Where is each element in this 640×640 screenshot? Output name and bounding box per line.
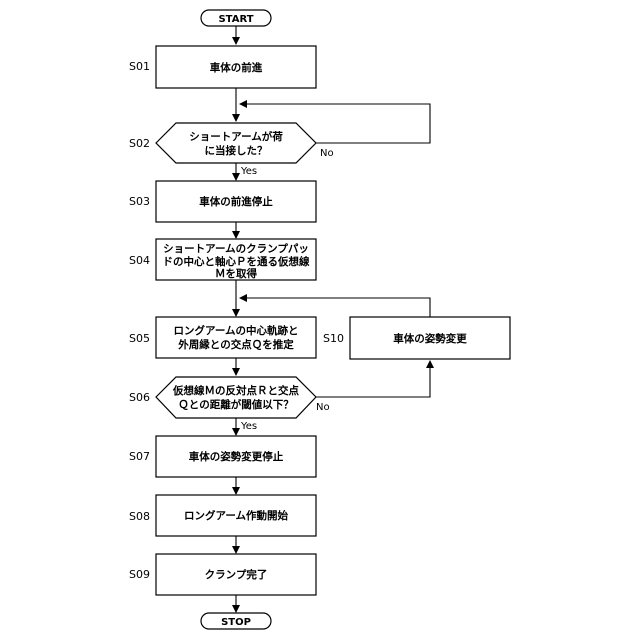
step-s10: S10 車体の姿勢変更 — [323, 317, 510, 359]
step-text-s04-line1: ショートアームのクランプパッ — [163, 242, 309, 255]
step-text-s09: クランプ完了 — [205, 568, 268, 581]
step-id-s04: S04 — [129, 254, 150, 267]
step-text-s02-line1: ショートアームが荷 — [189, 130, 283, 143]
step-id-s05: S05 — [129, 332, 150, 345]
step-s04: S04 ショートアームのクランプパッ ドの中心と軸心Ｐを通る仮想線 Ｍを取得 — [129, 239, 316, 280]
step-id-s10: S10 — [323, 332, 344, 345]
step-id-s07: S07 — [129, 450, 150, 463]
step-s07: S07 車体の姿勢変更停止 — [129, 436, 316, 477]
step-s01: S01 車体の前進 — [129, 46, 316, 88]
step-text-s06-line2: Ｑとの距離が閾値以下？ — [178, 398, 293, 411]
step-text-s02-line2: に当接した？ — [205, 144, 268, 157]
step-id-s02: S02 — [129, 137, 150, 150]
start-terminal: START — [201, 10, 271, 26]
step-id-s06: S06 — [129, 391, 150, 404]
step-id-s03: S03 — [129, 195, 150, 208]
step-id-s01: S01 — [129, 60, 150, 73]
branch-s06-no: No — [316, 402, 330, 413]
step-text-s03: 車体の前進停止 — [199, 195, 273, 208]
step-text-s10: 車体の姿勢変更 — [393, 332, 467, 345]
step-text-s01: 車体の前進 — [210, 61, 263, 74]
start-label: START — [218, 14, 253, 25]
step-s03: S03 車体の前進停止 — [129, 181, 316, 222]
step-s05: S05 ロングアームの中心軌跡と 外周縁との交点Ｑを推定 — [129, 317, 316, 358]
step-s09: S09 クランプ完了 — [129, 554, 316, 595]
step-s06: S06 仮想線Ｍの反対点Ｒと交点 Ｑとの距離が閾値以下？ No Yes — [129, 377, 330, 432]
step-id-s09: S09 — [129, 568, 150, 581]
step-text-s07: 車体の姿勢変更停止 — [189, 450, 284, 463]
step-text-s06-line1: 仮想線Ｍの反対点Ｒと交点 — [172, 384, 299, 397]
step-s02: S02 ショートアームが荷 に当接した？ No Yes — [129, 123, 334, 177]
branch-s02-no: No — [320, 148, 334, 159]
arrow-s06-no-s10 — [316, 361, 430, 397]
step-s08: S08 ロングアーム作動開始 — [129, 495, 316, 536]
step-text-s04-line3: Ｍを取得 — [215, 267, 257, 280]
stop-label: STOP — [221, 617, 251, 628]
step-text-s08: ロングアーム作動開始 — [184, 509, 289, 522]
branch-s06-yes: Yes — [240, 421, 257, 432]
step-text-s05-line2: 外周縁との交点Ｑを推定 — [177, 338, 294, 351]
branch-s02-yes: Yes — [240, 166, 257, 177]
step-text-s05-line1: ロングアームの中心軌跡と — [173, 324, 298, 337]
step-text-s04-line2: ドの中心と軸心Ｐを通る仮想線 — [163, 255, 310, 268]
stop-terminal: STOP — [201, 613, 271, 629]
arrow-s10-loop — [240, 298, 430, 317]
step-id-s08: S08 — [129, 510, 150, 523]
